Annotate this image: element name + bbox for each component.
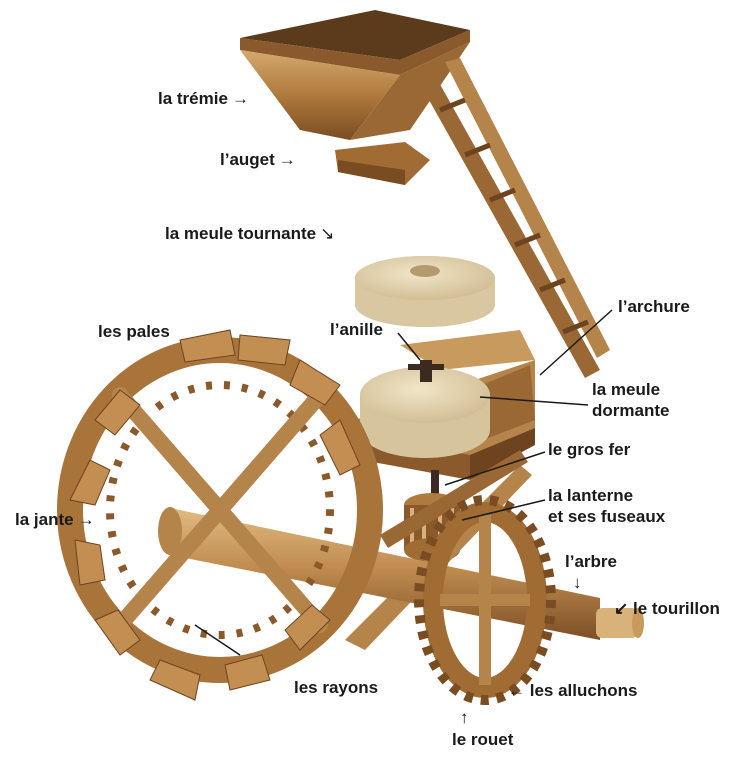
label-tremie: la trémie→ — [158, 89, 249, 109]
label-rayons: les rayons — [294, 678, 378, 698]
water-wheel — [70, 330, 370, 700]
label-pales: les pales — [98, 322, 170, 342]
ladder — [415, 58, 610, 378]
label-gros-fer: le gros fer — [548, 440, 630, 460]
cog-wheel — [419, 500, 551, 700]
label-tourillon: ↙ le tourillon — [614, 599, 720, 619]
label-auget: l’auget→ — [220, 150, 296, 170]
label-anille: l’anille — [330, 320, 383, 340]
shoe — [335, 142, 430, 185]
label-meule-tournante: la meule tournante↘ — [165, 224, 334, 244]
label-arbre: l’arbre — [565, 552, 617, 572]
label-alluchons: ← les alluchons — [508, 681, 637, 701]
runner-stone — [355, 256, 495, 327]
label-jante: la jante→ — [15, 510, 95, 530]
arrow-arbre: ↓ — [573, 573, 582, 593]
label-archure: l’archure — [618, 297, 690, 317]
hopper — [240, 10, 470, 140]
label-rouet: le rouet — [452, 730, 513, 750]
arrow-rouet: ↑ — [460, 708, 469, 728]
